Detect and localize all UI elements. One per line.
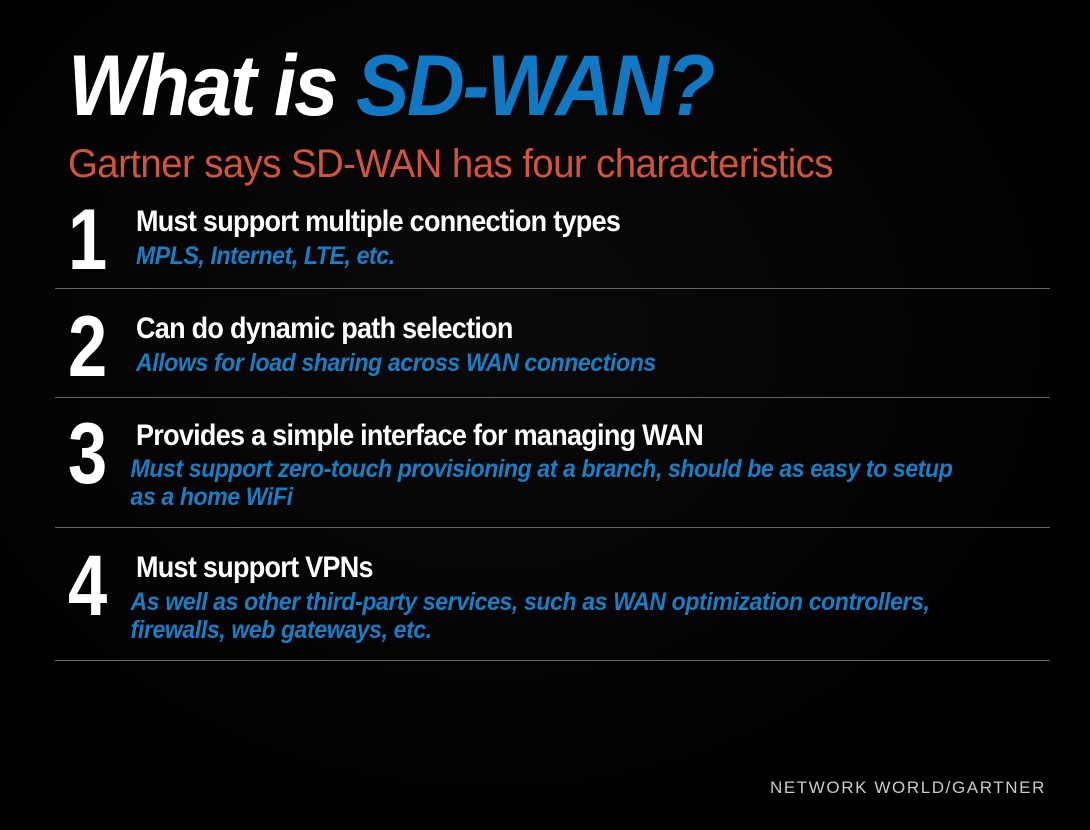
list-item-subtext: As well as other third-party services, s…	[130, 588, 930, 645]
divider	[55, 287, 1050, 289]
list-item-heading: Must support VPNs	[136, 551, 374, 585]
list-item: 3 Provides a simple interface for managi…	[0, 398, 1090, 528]
list-item-heading: Provides a simple interface for managing…	[136, 418, 704, 452]
list-item: 2 Can do dynamic path selection Allows f…	[0, 289, 1090, 397]
list-item-heading: Must support multiple connection types	[136, 205, 621, 238]
page-title: What is SD-WAN?	[68, 43, 979, 129]
list-item-number: 3	[68, 405, 107, 502]
list-item-heading: Can do dynamic path selection	[136, 311, 513, 345]
list-item-number: 4	[68, 538, 107, 635]
page-subtitle: Gartner says SD-WAN has four characteris…	[68, 142, 834, 187]
divider	[55, 396, 1050, 398]
list-item: 1 Must support multiple connection types…	[0, 192, 1090, 288]
divider	[55, 660, 1050, 662]
list-item-subtext: Must support zero-touch provisioning at …	[130, 455, 953, 512]
list-item-subtext: Allows for load sharing across WAN conne…	[136, 348, 656, 377]
page-title-lead: What is	[68, 38, 357, 134]
title-block: What is SD-WAN? Gartner says SD-WAN has …	[68, 43, 1048, 187]
footer: NETWORK WORLD/GARTNER	[0, 778, 1046, 798]
list-item: 4 Must support VPNs As well as other thi…	[0, 528, 1090, 660]
list-item-number: 1	[68, 192, 107, 288]
divider	[55, 527, 1050, 529]
list-item-subtext: MPLS, Internet, LTE, etc.	[136, 241, 395, 270]
page-title-highlight: SD-WAN?	[356, 38, 715, 134]
characteristics-list: 1 Must support multiple connection types…	[0, 192, 1090, 662]
list-item-number: 2	[68, 298, 107, 395]
source-credit: NETWORK WORLD/GARTNER	[769, 778, 1046, 797]
